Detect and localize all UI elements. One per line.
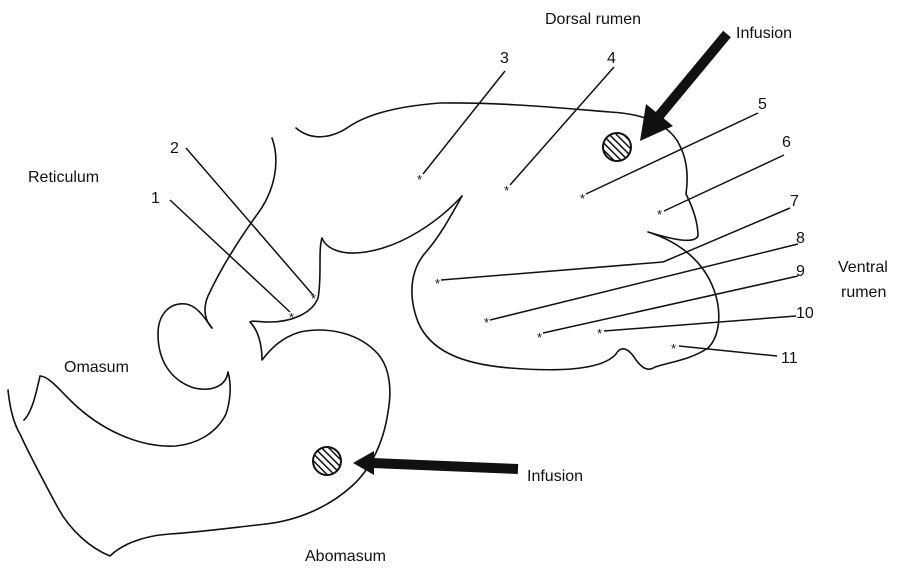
leader-1: [170, 200, 290, 312]
sample-site-labels: 1 2 3 4 5 6 7 8 9 10 11: [151, 50, 814, 367]
sample-marker-5: *: [580, 191, 585, 206]
leader-3: [423, 71, 505, 174]
abomasum-label: Abomasum: [305, 548, 386, 565]
site-label-3: 3: [500, 50, 509, 67]
leader-6: [664, 155, 784, 211]
ventral-rumen-label-line1: Ventral: [838, 259, 888, 276]
leader-7: [663, 208, 790, 262]
abomasum-outline: [8, 376, 266, 556]
abomasum-infusion-arrow-head: [353, 451, 374, 475]
ventral-rumen-label-line2: rumen: [841, 284, 886, 301]
site-label-11: 11: [781, 350, 798, 367]
site-label-10: 10: [796, 305, 814, 322]
leader-8: [490, 244, 798, 320]
leader-2: [186, 148, 313, 295]
rumen-infusion-site: [603, 133, 631, 161]
sample-markers: * * * * * * * * * * *: [289, 172, 676, 356]
sample-marker-3: *: [417, 172, 422, 187]
site-label-7: 7: [790, 193, 799, 210]
abomasum-infusion-site: [313, 447, 341, 475]
sample-marker-8: *: [484, 315, 489, 330]
sample-marker-6: *: [657, 207, 662, 222]
site-label-5: 5: [758, 96, 767, 113]
omasum-label: Omasum: [64, 359, 129, 376]
leader-11: [679, 346, 777, 356]
rumen-infusion-arrow-shaft: [659, 34, 727, 116]
sample-marker-9: *: [537, 330, 542, 345]
site-label-8: 8: [796, 230, 805, 247]
sample-marker-4: *: [504, 183, 509, 198]
site-label-2: 2: [170, 140, 179, 157]
leader-lines: [170, 67, 798, 356]
rumen-outline: [205, 103, 719, 370]
dorsal-rumen-label: Dorsal rumen: [545, 11, 641, 28]
site-label-1: 1: [151, 190, 160, 207]
sample-marker-11: *: [671, 341, 676, 356]
reticulum-outline: [250, 196, 462, 524]
abomasum-infusion-arrow-shaft: [372, 463, 518, 469]
leader-9: [543, 276, 798, 333]
sample-marker-10: *: [597, 326, 602, 341]
leader-10: [604, 316, 796, 331]
leader-4: [510, 67, 614, 185]
site-label-9: 9: [796, 263, 805, 280]
sample-marker-1: *: [289, 310, 294, 325]
sample-marker-7: *: [435, 276, 440, 291]
sample-marker-2: *: [311, 291, 316, 306]
leader-7-base: [441, 262, 663, 280]
abomasum-infusion-label: Infusion: [527, 468, 583, 485]
site-label-6: 6: [782, 134, 791, 151]
site-label-4: 4: [607, 50, 616, 67]
rumen-infusion-label: Infusion: [736, 25, 792, 42]
reticulum-label: Reticulum: [28, 169, 99, 186]
